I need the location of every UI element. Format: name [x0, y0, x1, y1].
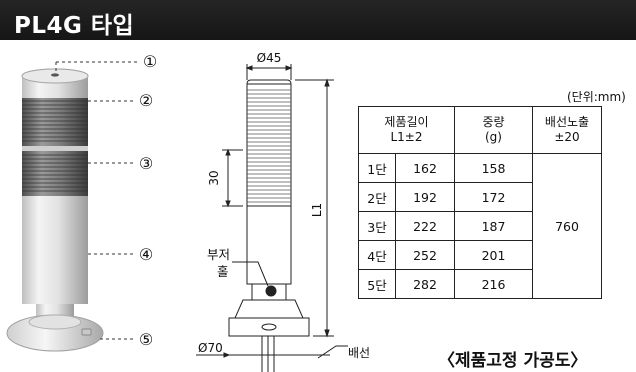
tier-cell: 1단 [358, 153, 396, 183]
header-weight: 중량 (g) [454, 106, 533, 154]
weight-cell: 216 [454, 269, 533, 299]
table-row: 5단 282 216 [358, 269, 602, 299]
header-length-line1: 제품길이 [384, 115, 429, 129]
header-wire-line1: 배선노출 [544, 115, 590, 129]
diameter-45-label: Ø45 [257, 51, 282, 65]
length-cell: 282 [395, 269, 455, 299]
callout-2: ② [139, 91, 153, 110]
header-wire-line2: ±20 [554, 130, 580, 144]
module-height-label: 30 [207, 170, 221, 185]
header-weight-line1: 중량 [482, 115, 505, 129]
table-row: 3단 222 187 [358, 211, 602, 241]
weight-cell: 172 [454, 182, 533, 212]
spec-table: 제품길이 L1±2 중량 (g) 배선노출 ±20 1단 162 158 760… [358, 106, 602, 299]
page-title: PL4G 타입 [14, 13, 135, 39]
mounting-drawing-caption: 〈제품고정 가공도〉 [438, 351, 588, 371]
table-unit: (단위:mm) [567, 90, 626, 104]
title-bar: PL4G 타입 [0, 0, 636, 40]
weight-cell: 187 [454, 211, 533, 241]
length-cell: 162 [395, 153, 455, 183]
tower-light-photo [6, 68, 104, 352]
weight-cell: 201 [454, 240, 533, 270]
length-cell: 222 [395, 211, 455, 241]
header-wire-exposure: 배선노출 ±20 [532, 106, 602, 154]
callout-5: ⑤ [139, 330, 153, 349]
dimension-drawing [196, 64, 348, 372]
length-cell: 252 [395, 240, 455, 270]
length-cell: 192 [395, 182, 455, 212]
table-header-row: 제품길이 L1±2 중량 (g) 배선노출 ±20 [358, 106, 602, 154]
wire-label: 배선 [348, 346, 370, 360]
callout-1: ① [143, 52, 157, 71]
buzzer-hole-label-line1: 부저 [207, 247, 230, 262]
length-l1-label: L1 [310, 203, 324, 217]
header-length-line2: L1±2 [390, 130, 423, 144]
diameter-70-label: Ø70 [198, 341, 223, 355]
buzzer-hole-label-line2: 홀 [217, 264, 229, 279]
tier-cell: 3단 [358, 211, 396, 241]
callout-4: ④ [139, 245, 153, 264]
callout-3: ③ [139, 154, 153, 173]
tier-cell: 2단 [358, 182, 396, 212]
tier-cell: 5단 [358, 269, 396, 299]
weight-cell: 158 [454, 153, 533, 183]
header-length: 제품길이 L1±2 [358, 106, 455, 154]
wire-exposure-cell: 760 [532, 153, 602, 299]
tier-cell: 4단 [358, 240, 396, 270]
header-weight-line2: (g) [485, 130, 502, 144]
table-row: 1단 162 158 760 [358, 153, 602, 299]
